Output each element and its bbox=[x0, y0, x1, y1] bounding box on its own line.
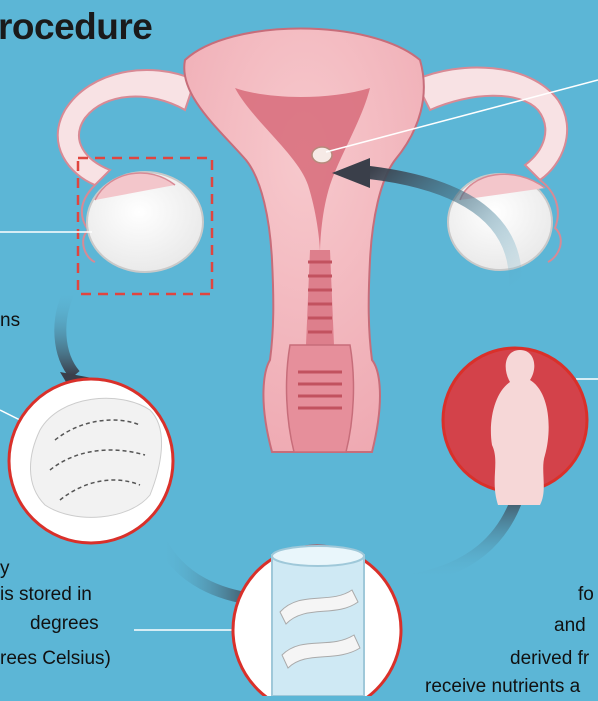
embryo bbox=[312, 147, 332, 163]
label-bottom-left-3: degrees bbox=[30, 613, 99, 635]
label-bottom-left-2: is stored in bbox=[0, 584, 92, 606]
label-bottom-left-1: y bbox=[0, 558, 10, 580]
tissue-circle bbox=[9, 379, 173, 543]
label-bottom-right-3: derived fr bbox=[510, 648, 589, 670]
label-bottom-left-4: rees Celsius) bbox=[0, 648, 111, 670]
storage-jar-circle bbox=[233, 546, 401, 696]
uterus bbox=[184, 29, 424, 453]
label-bottom-right-1: fo bbox=[578, 584, 594, 606]
label-bottom-right-2: and bbox=[554, 615, 586, 637]
label-left-mid: ns bbox=[0, 310, 20, 332]
left-ovary bbox=[87, 172, 203, 272]
label-bottom-right-4: receive nutrients a bbox=[425, 676, 580, 698]
page-title: rocedure bbox=[0, 6, 152, 48]
recipient-circle bbox=[443, 348, 587, 505]
